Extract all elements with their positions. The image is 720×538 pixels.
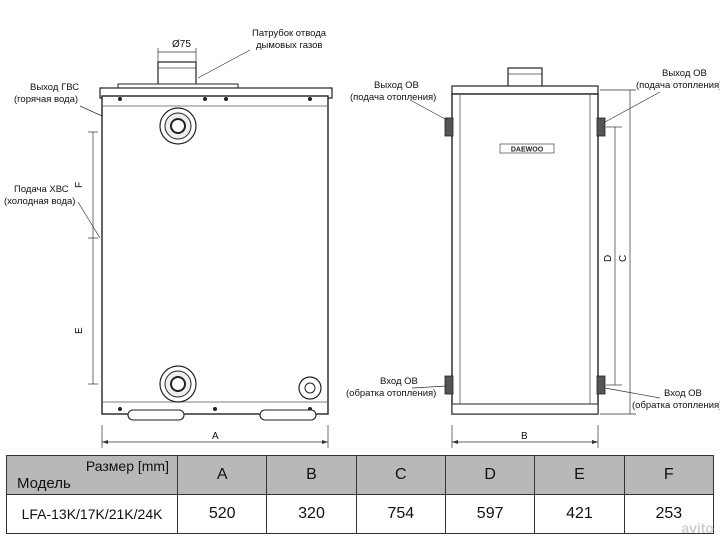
drain-connection (298, 376, 322, 400)
ch-in-right-label-2: (обратка отопления) (632, 400, 720, 411)
side-view: DAEWOO (444, 67, 606, 415)
nameplate (499, 143, 555, 154)
dimensions-table: Размер [mm] Модель A B C D E F LFA-13K/1… (6, 455, 715, 534)
ch-out-right-label-1: Выход ОВ (662, 68, 707, 79)
col-header-d: D (444, 455, 536, 495)
dhw-out-label-2: (горячая вода) (14, 94, 78, 105)
ch-in-left-label-2: (обратка отопления) (346, 388, 436, 399)
table-header-row: Размер [mm] Модель A B C D E F (6, 455, 715, 495)
cold-water-inlet-connection (159, 365, 197, 403)
dim-d-label: D (603, 255, 614, 262)
table-row: LFA-13K/17K/21K/24K 520 320 754 597 421 … (6, 494, 715, 534)
side-dimensions (409, 89, 661, 448)
model-name-cell: LFA-13K/17K/21K/24K (6, 494, 178, 534)
dim-a-label: A (212, 431, 219, 442)
avito-watermark: avito (681, 520, 714, 536)
ch-out-right-label-2: (подача отопления) (636, 80, 720, 91)
value-b-cell: 320 (266, 494, 357, 534)
col-header-b: B (266, 455, 357, 495)
value-c-cell: 754 (355, 494, 446, 534)
model-header-label: Модель (17, 475, 71, 492)
ch-in-left-label-1: Вход ОВ (380, 376, 418, 387)
dim-c-label: C (618, 255, 629, 262)
value-a-cell: 520 (176, 494, 268, 534)
value-f-cell: 253 (623, 494, 715, 534)
flue-pipe-side (507, 67, 543, 89)
ch-in-right-label-1: Вход ОВ (664, 388, 702, 399)
value-e-cell: 421 (534, 494, 625, 534)
flue-outlet-label-1: Патрубок отвода (252, 28, 327, 39)
value-d-cell: 597 (444, 494, 536, 534)
col-header-c: C (355, 455, 446, 495)
flue-pipe (157, 61, 197, 87)
boiler-body-front (101, 95, 329, 415)
boiler-dimension-drawing: Ø75 A F E Патрубок отвода дымовых газов … (4, 28, 720, 448)
flue-outlet-label-2: дымовых газов (256, 40, 322, 51)
boiler-body-side (451, 93, 599, 415)
col-header-e: E (534, 455, 625, 495)
table-corner-cell: Размер [mm] Модель (6, 455, 178, 495)
dhw-out-label-1: Выход ГВС (30, 82, 79, 93)
size-header-label: Размер [mm] (85, 458, 169, 474)
cold-in-label-1: Подача ХВС (14, 184, 69, 195)
cold-in-label-2: (холодная вода) (4, 196, 75, 207)
col-header-f: F (623, 455, 715, 495)
front-dimensions (77, 48, 329, 448)
dim-e-label: E (74, 327, 85, 334)
dhw-outlet-connection (159, 107, 197, 145)
ch-out-left-label-2: (подача отопления) (350, 92, 436, 103)
flue-diameter-label: Ø75 (172, 39, 191, 50)
col-header-a: A (176, 455, 268, 495)
ch-out-left-label-1: Выход ОВ (374, 80, 419, 91)
dim-f-label: F (74, 182, 85, 188)
front-view (99, 61, 333, 421)
dim-b-label: B (521, 431, 528, 442)
nameplate-text: DAEWOO (511, 147, 544, 154)
